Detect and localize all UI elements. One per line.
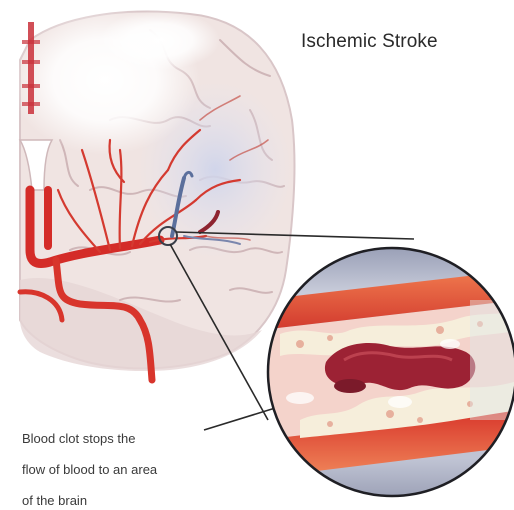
caption-line-3: of the brain [22, 485, 222, 510]
caption-line-2: flow of blood to an area [22, 454, 222, 485]
brain [10, 5, 294, 371]
diagram-title: Ischemic Stroke [301, 31, 438, 53]
magnified-vessel [260, 248, 514, 496]
caption-line-1: Blood clot stops the [22, 423, 222, 454]
caption: Blood clot stops the flow of blood to an… [22, 423, 222, 510]
